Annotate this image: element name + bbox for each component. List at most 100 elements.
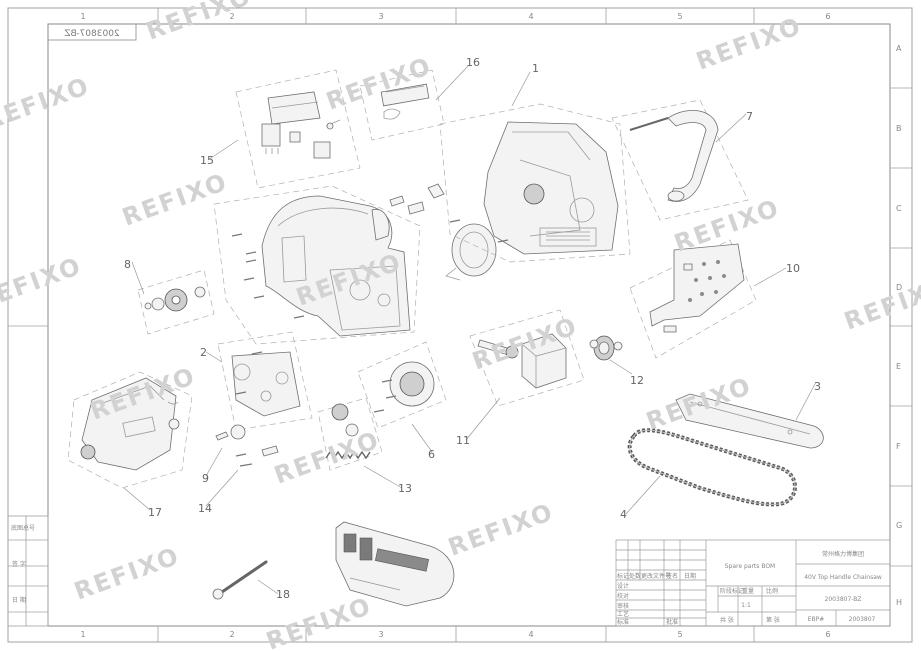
zone-row: A [896, 44, 902, 53]
zone-row: G [896, 521, 902, 530]
callout-18: 18 [276, 588, 290, 601]
saw-chain-4 [627, 428, 797, 507]
title-left-label: 设计 [617, 582, 629, 590]
title-block: 常州格力博集团 Spare parts BOM 40V Top Handle C… [615, 539, 891, 627]
watermark: REFIXO [142, 0, 255, 46]
title-header-label: 签名 [666, 572, 678, 580]
title-code: 2003807 [849, 616, 876, 623]
right-housing-1 [439, 103, 631, 263]
outer-frame [7, 7, 913, 643]
zone-column-labels-bottom: 1 2 3 4 5 6 [80, 630, 830, 639]
strip-label: 底图总号 [11, 524, 35, 532]
callout-6: 6 [428, 448, 435, 461]
drawing-number-stamp: 2003807-BZ [47, 23, 137, 41]
callout-numbers: 1 2 3 4 6 7 8 9 10 11 12 13 14 15 16 17 … [124, 56, 821, 601]
top-handle-7 [611, 99, 749, 221]
callout-16: 16 [466, 56, 480, 69]
callout-7: 7 [746, 110, 753, 123]
callout-10: 10 [786, 262, 800, 275]
left-housing [213, 183, 445, 345]
motor-cover-ring [445, 223, 497, 281]
title-header-label: 处数 [629, 572, 641, 580]
chain-cover-17 [67, 371, 193, 489]
title-cell: 阶段标记 [720, 587, 744, 595]
title-header-label: 标记 [617, 572, 629, 580]
title-left-label: 审核 [617, 602, 629, 610]
watermark: REFIXO [444, 498, 557, 562]
part-group-15 [235, 69, 361, 189]
callout-14: 14 [198, 502, 212, 515]
part-group-16 [359, 69, 445, 141]
zone-col-bottom: 4 [528, 630, 533, 639]
title-header-label: 更改文件号 [641, 572, 671, 580]
callout-9: 9 [202, 472, 209, 485]
title-drawing-no: 2003807-BZ [825, 596, 862, 603]
strip-label: 日 期 [12, 596, 26, 604]
small-parts-9-14 [215, 424, 279, 467]
zone-col-bottom: 2 [229, 630, 234, 639]
left-signature-strip [7, 515, 49, 627]
zone-col-bottom: 3 [378, 630, 383, 639]
callout-11: 11 [456, 434, 470, 447]
zone-row: B [896, 124, 902, 133]
zone-col-top: 4 [528, 12, 533, 21]
callout-4: 4 [620, 508, 627, 521]
zone-ticks [8, 8, 912, 642]
zone-col-top: 1 [80, 12, 85, 21]
plug-12 [589, 335, 623, 361]
title-cell: 第 张 [766, 616, 780, 624]
motor-6 [357, 341, 447, 429]
watermark: REFIXO [0, 252, 86, 316]
battery-pack-11 [469, 309, 585, 407]
gear-housing-2 [217, 331, 313, 431]
watermark: REFIXO [270, 426, 383, 490]
title-doc: Spare parts BOM [725, 563, 775, 570]
zone-col-bottom: 5 [677, 630, 682, 639]
title-left-label: 批准 [666, 618, 678, 626]
callout-3: 3 [814, 380, 821, 393]
callout-12: 12 [630, 374, 644, 387]
title-scale: 1:1 [741, 602, 751, 609]
title-cell: 比例 [766, 587, 778, 595]
callout-17: 17 [148, 506, 162, 519]
wrench-18 [212, 560, 268, 600]
part-group-8 [137, 269, 215, 335]
title-product: 40V Top Handle Chainsaw [804, 574, 882, 581]
title-left-label: 校对 [617, 592, 629, 600]
strip-label: 签 字 [12, 560, 26, 568]
hand-guard-10 [629, 239, 757, 359]
title-header-label: 日期 [684, 572, 696, 580]
zone-row: D [896, 283, 902, 292]
title-cell: 重量 [742, 587, 754, 595]
inner-frame [47, 23, 891, 627]
zone-row: E [896, 362, 901, 371]
zone-row: C [896, 204, 902, 213]
callout-15: 15 [200, 154, 214, 167]
zone-row: F [896, 442, 901, 451]
callout-2: 2 [200, 346, 207, 359]
zone-row: H [896, 598, 902, 607]
svg-text:2003807-BZ: 2003807-BZ [64, 29, 119, 39]
zone-row-labels-right: A B C D E F G H [896, 44, 902, 607]
title-left-label: 工艺 [617, 610, 629, 618]
zone-column-labels-top: 1 2 3 4 5 6 [80, 12, 830, 21]
leader-lines [123, 65, 817, 595]
watermark: REFIXO [0, 72, 94, 136]
title-sheet-label: EBP# [808, 616, 825, 623]
title-company: 常州格力博集团 [822, 550, 864, 558]
sprocket-13 [317, 397, 383, 471]
watermark: REFIXO [322, 52, 435, 116]
guide-bar-3 [675, 393, 824, 449]
watermark: REFIXO [692, 12, 805, 76]
scabbard [335, 521, 455, 607]
zone-col-top: 6 [825, 12, 830, 21]
zone-col-bottom: 6 [825, 630, 830, 639]
watermark: REFIXO [70, 542, 183, 606]
zone-col-top: 2 [229, 12, 234, 21]
zone-col-top: 5 [677, 12, 682, 21]
callout-8: 8 [124, 258, 131, 271]
callout-1: 1 [532, 62, 539, 75]
zone-col-top: 3 [378, 12, 383, 21]
